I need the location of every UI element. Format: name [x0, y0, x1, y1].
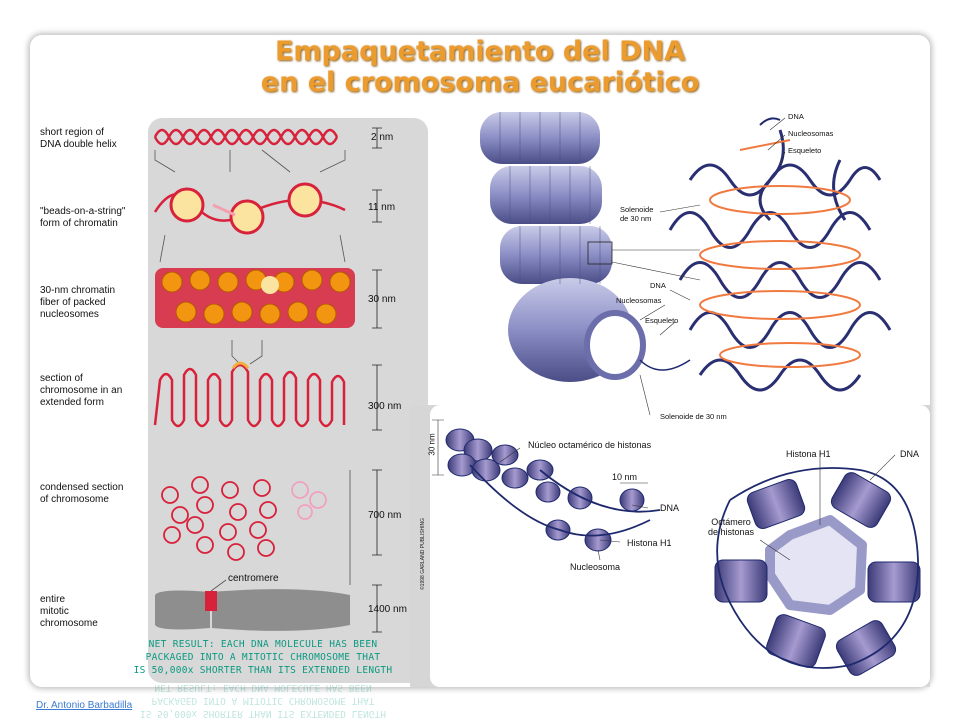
leader-lines-bottom: [432, 419, 649, 561]
author-link[interactable]: Dr. Antonio Barbadilla: [36, 700, 133, 711]
label-solenoide-bottom: Solenoide de 30 nm: [660, 412, 727, 421]
extended-chromosome-section: [153, 363, 346, 428]
centromere-label: centromere: [228, 573, 279, 584]
slide-title: Empaquetamiento del DNA en el cromosoma …: [0, 36, 960, 98]
histone-octamer-ring: [714, 467, 921, 676]
label-dna-top: DNA: [788, 112, 804, 121]
title-line-2: en el cromosoma eucariótico: [260, 67, 700, 98]
label-nucleo-octamerico: Núcleo octamérico de histonas: [528, 440, 652, 450]
label-dna-a: DNA: [660, 503, 680, 513]
net-result-reflection: IS 50,000x SHORTER THAN ITS EXTENDED LEN…: [140, 684, 386, 719]
left-panel-bg: [148, 118, 428, 683]
label-esqueleto-top: Esqueleto: [788, 146, 822, 155]
scale-30nm: 30 nm: [368, 294, 396, 305]
label-dna-mid: DNA: [650, 281, 666, 290]
leader-lines-top: [611, 117, 786, 416]
label-nucleosomas-mid: Nucleosomas: [616, 296, 662, 305]
label-nucleosomas-top: Nucleosomas: [788, 129, 834, 138]
publisher-credit: ©1998 GARLAND PUBLISHING: [420, 517, 426, 590]
solenoid-stack: [480, 112, 691, 382]
label-10nm: 10 nm: [612, 472, 638, 482]
beads-on-string: [153, 182, 346, 235]
scale-bars: [372, 127, 382, 633]
label-octamero: Octámero de histonas: [708, 517, 755, 537]
nucleosome-fiber-30nm: [445, 428, 661, 552]
mitotic-chromosome: [155, 589, 350, 631]
label-solenoide-left: Solenoide de 30 nm: [620, 205, 654, 223]
double-helix: [153, 128, 339, 146]
label-histona-h1-b: Histona H1: [786, 449, 831, 459]
scale-2nm: 2 nm: [371, 132, 394, 143]
title-line-1: Empaquetamiento del DNA: [274, 36, 686, 67]
scale-300nm: 300 nm: [368, 401, 402, 412]
condensed-section: [161, 476, 327, 561]
scale-11nm: 11 nm: [368, 202, 396, 213]
scale-700nm: 700 nm: [368, 510, 402, 521]
label-histona-h1-a: Histona H1: [627, 538, 672, 548]
chromatin-loops-scaffold: [668, 117, 892, 392]
scale-1400nm: 1400 nm: [368, 604, 407, 615]
label-esqueleto-mid: Esqueleto: [645, 316, 679, 325]
label-dna-b: DNA: [900, 449, 920, 459]
label-30nm: 30 nm: [427, 433, 437, 456]
expand-lines-1: [154, 149, 346, 173]
label-nucleosoma: Nucleosoma: [570, 562, 621, 572]
chromatin-fiber-30nm: [155, 268, 355, 328]
level-label-beads: "beads-on-a-string"form of chromatin: [40, 206, 126, 229]
